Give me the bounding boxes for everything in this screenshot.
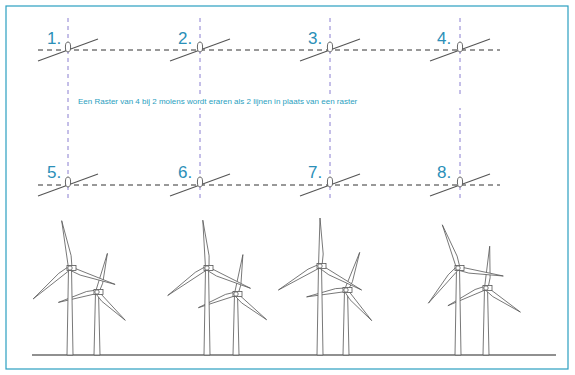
callout-number: 8. (437, 164, 451, 181)
nacelle (317, 264, 326, 269)
nacelle (233, 292, 242, 297)
wind-turbine (278, 218, 361, 355)
blade (203, 220, 209, 268)
row-line (38, 50, 500, 51)
callout-number: 1. (47, 30, 61, 47)
turbine-top-views (38, 39, 490, 196)
blade (198, 292, 236, 308)
blade (168, 266, 208, 295)
row-line (38, 185, 500, 186)
hub (205, 266, 209, 270)
hub (234, 292, 238, 296)
blade (428, 267, 459, 304)
callout-number: 2. (178, 30, 192, 47)
blade (485, 246, 491, 288)
blade (96, 291, 126, 320)
hub (95, 290, 99, 294)
blade (345, 289, 372, 321)
column-lines (68, 18, 460, 200)
nacelle (343, 288, 352, 293)
turbine-side-views (33, 218, 520, 355)
wind-turbine (198, 255, 266, 355)
nacelle (67, 266, 76, 271)
wind-turbine (428, 225, 503, 355)
blade (33, 267, 71, 299)
blade (278, 264, 320, 290)
callout-number: 7. (308, 164, 322, 181)
nacelle (197, 177, 202, 187)
blade (458, 267, 504, 277)
blade (96, 253, 108, 292)
blade (448, 286, 487, 306)
blade (58, 290, 97, 302)
blade (235, 293, 267, 320)
wind-turbine (58, 253, 125, 355)
note-text: Een Raster van 4 bij 2 molens wordt erar… (76, 96, 480, 108)
blade (62, 221, 72, 269)
hub (68, 266, 72, 270)
frame (6, 6, 568, 369)
wind-turbine (168, 220, 251, 355)
tower (455, 268, 461, 355)
nacelle (65, 177, 70, 187)
blade (307, 288, 347, 297)
blade (319, 218, 324, 266)
nacelle (483, 286, 492, 291)
hub (484, 286, 488, 290)
hub (318, 264, 322, 268)
nacelle (327, 177, 332, 187)
nacelle (457, 42, 462, 52)
nacelle (94, 290, 103, 295)
blade (235, 255, 243, 295)
hub (344, 288, 348, 292)
callout-number: 3. (308, 30, 322, 47)
nacelle (65, 42, 70, 52)
callout-number: 6. (178, 164, 192, 181)
nacelle (457, 177, 462, 187)
nacelle (197, 42, 202, 52)
tower (343, 290, 349, 355)
blade (442, 225, 460, 269)
tower (67, 268, 73, 355)
tower (317, 266, 323, 355)
tower (233, 294, 239, 355)
nacelle (327, 42, 332, 52)
tower (204, 268, 210, 355)
tower (483, 288, 489, 355)
ground-line (32, 354, 556, 355)
nacelle (455, 266, 464, 271)
callout-number: 5. (47, 164, 61, 181)
tower (94, 292, 100, 355)
callout-number: 4. (437, 30, 451, 47)
hub (456, 266, 460, 270)
wind-turbine (33, 221, 115, 355)
nacelle (204, 266, 213, 271)
grid-lines (38, 50, 500, 185)
